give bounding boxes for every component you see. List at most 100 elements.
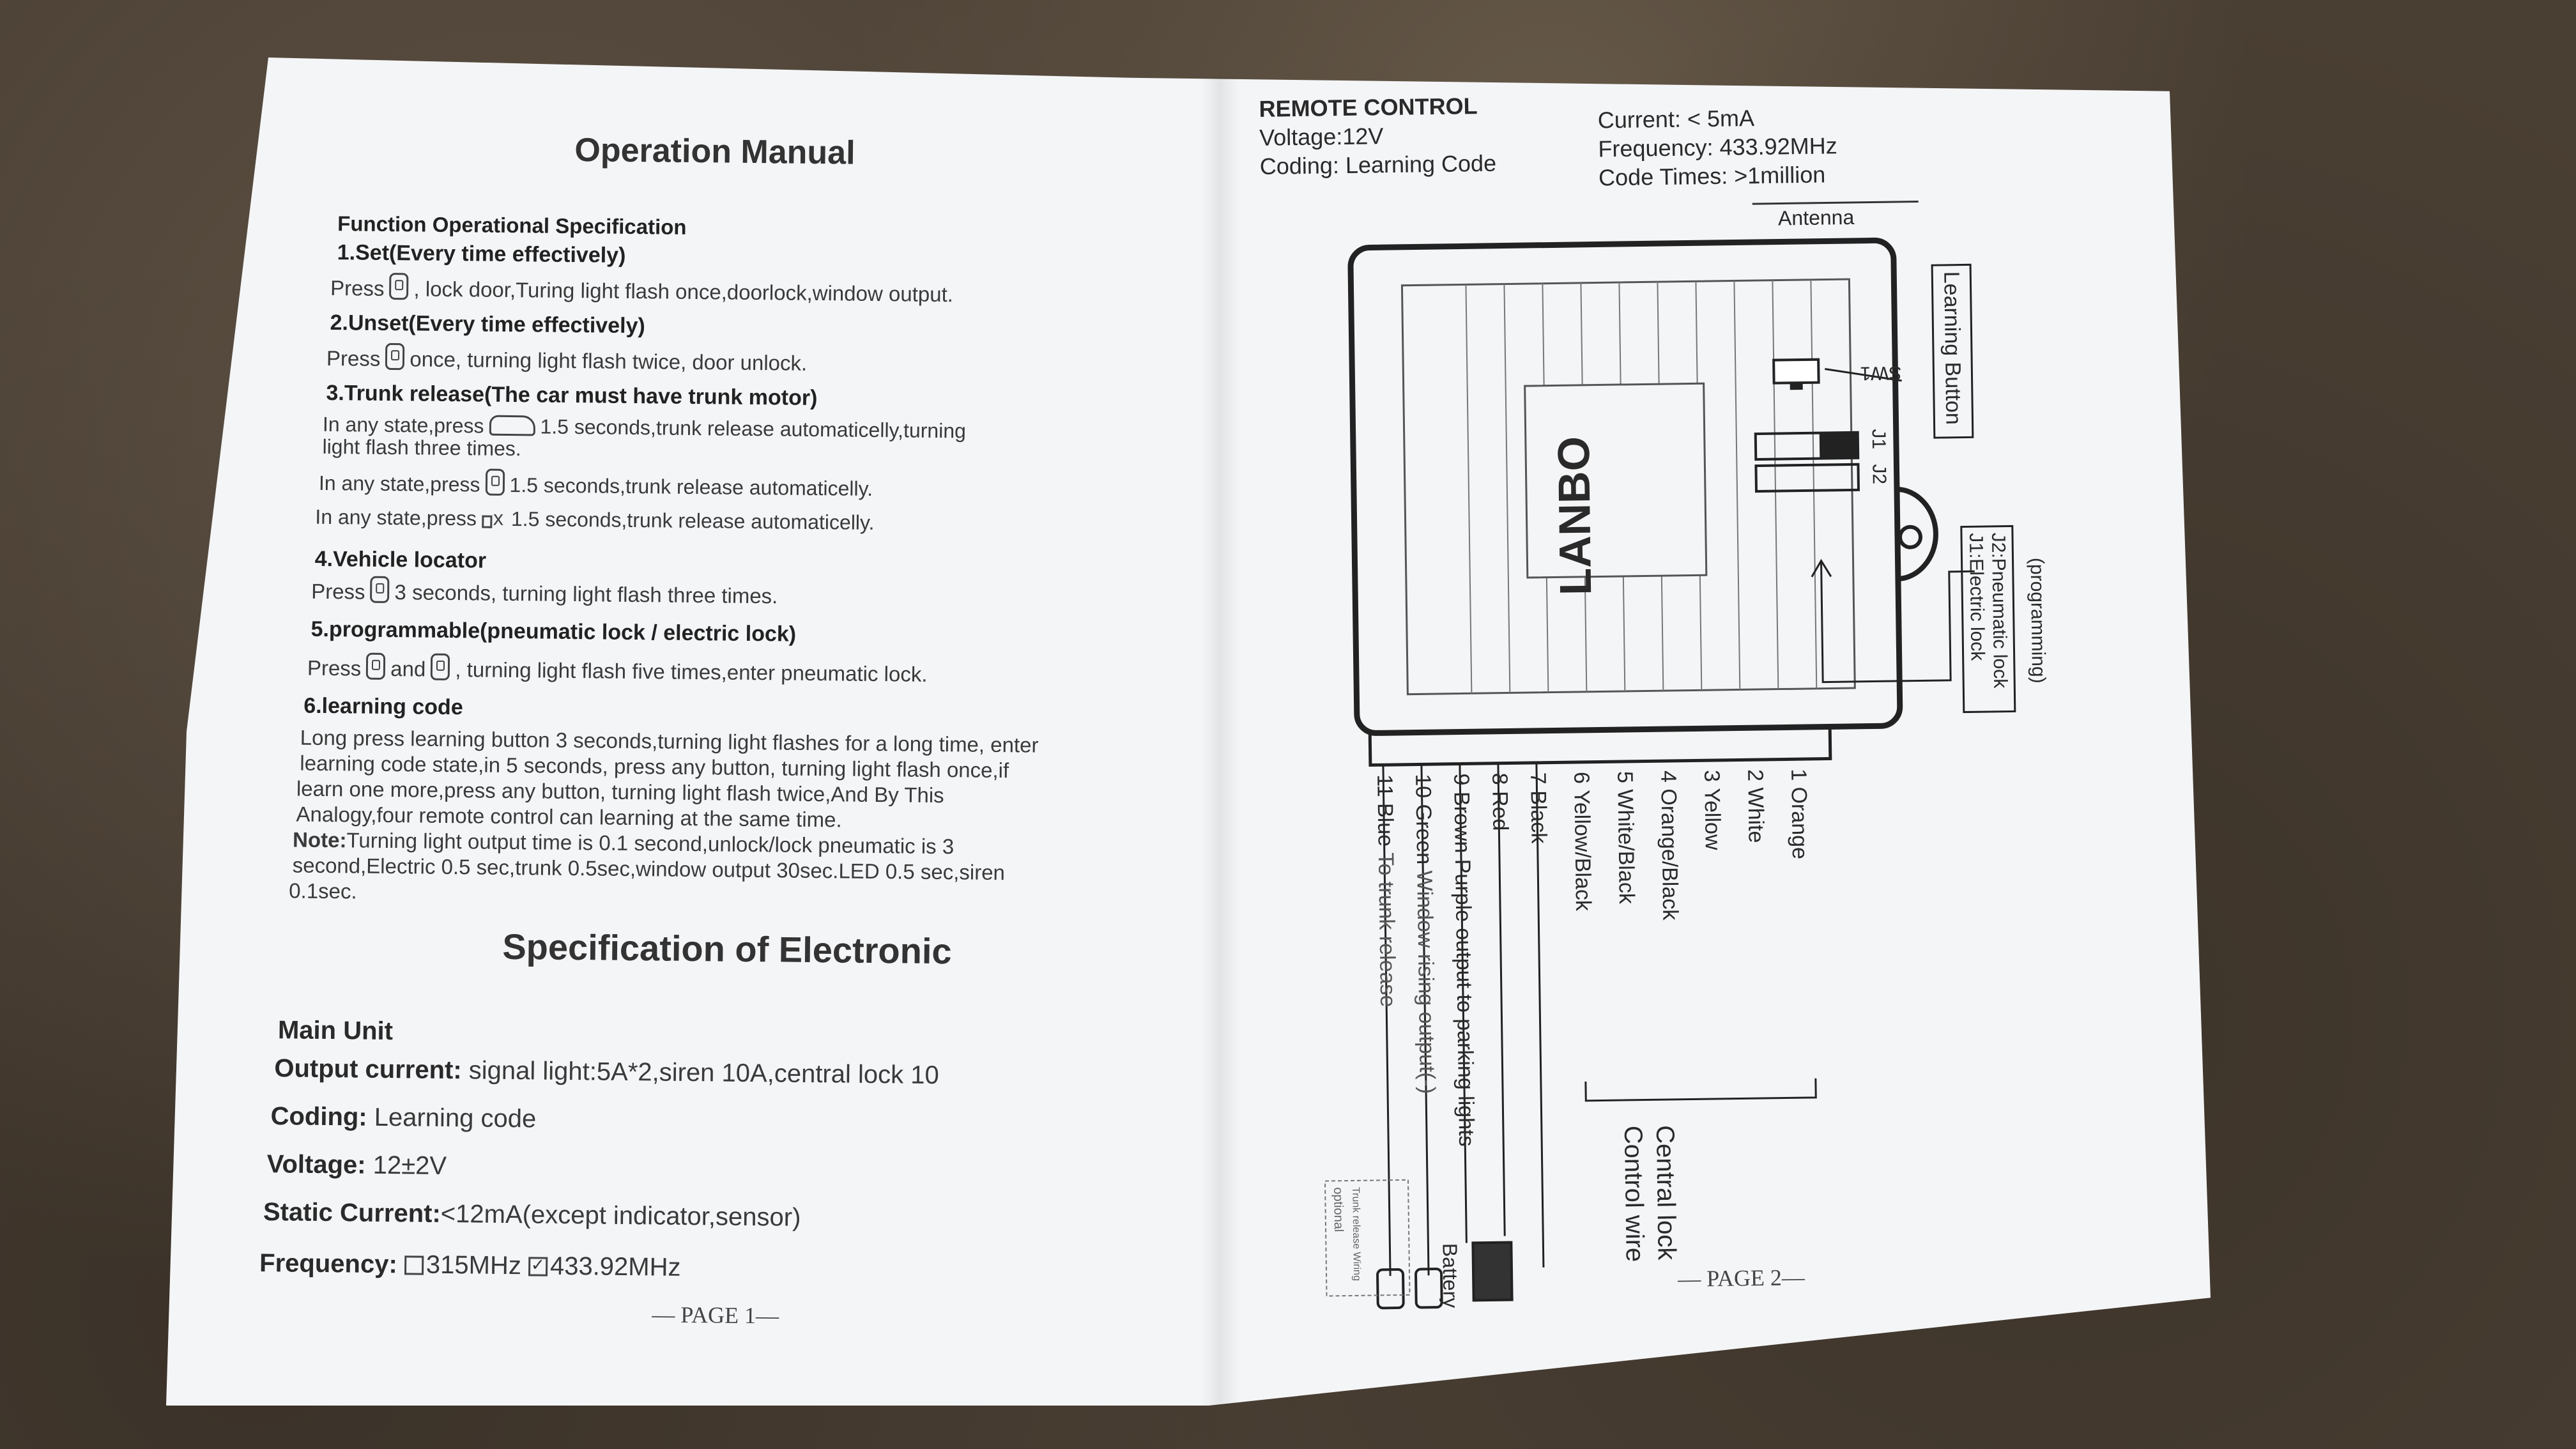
text: 1.5 seconds,trunk release automaticelly.	[510, 507, 875, 534]
j1-jumper-cap	[1819, 432, 1859, 459]
coding: Coding: Learning code	[270, 1102, 536, 1133]
page-1-footer: — PAGE 1—	[652, 1301, 779, 1329]
text: Black	[1526, 790, 1551, 844]
wire-6: 6 Yellow/Black	[1568, 772, 1595, 912]
text: Red	[1487, 790, 1513, 831]
text: 7	[1526, 772, 1551, 785]
text: 2	[1743, 769, 1768, 782]
section-3-line-2: light flash three times.	[322, 434, 521, 461]
text: 4	[1656, 770, 1681, 783]
unchecked-box-icon	[404, 1255, 424, 1275]
text: , turning light flash five times,enter p…	[455, 657, 928, 686]
learning-button-label: Learning Button	[1939, 271, 1966, 425]
section-5-heading: 5.programmable(pneumatic lock / electric…	[310, 617, 797, 647]
section-1-heading: 1.Set(Every time effectively)	[337, 240, 626, 268]
programming-arrow	[1820, 560, 1975, 684]
arrow-head	[1811, 558, 1832, 578]
text: Yellow	[1699, 788, 1725, 850]
text: signal light:5A*2,siren 10A,central lock…	[468, 1056, 939, 1090]
j2-jumper	[1754, 463, 1860, 493]
wire-10: 10 Green Window rising output(-)	[1410, 774, 1439, 1094]
jumper-legend-box	[1960, 525, 2016, 714]
wire-4: 4 Orange/Black	[1655, 770, 1682, 921]
j1-legend: J1:Electric lock	[1965, 533, 1988, 661]
learning-button-label-box	[1931, 263, 1974, 439]
lamp-icon	[1376, 1268, 1405, 1310]
text: Orange	[1786, 786, 1813, 860]
text: White	[1743, 787, 1768, 843]
frequency: Frequency: 315MHz 433.92MHz	[259, 1249, 681, 1282]
voltage: Voltage: 12±2V	[267, 1150, 447, 1181]
section-3-heading: 3.Trunk release(The car must have trunk …	[326, 380, 818, 411]
sw1-pointer	[1825, 368, 1902, 382]
text: <12mA(except indicator,sensor)	[440, 1199, 801, 1232]
wire-1: 1 Orange	[1786, 769, 1812, 859]
brand-logo: LANBO	[1548, 436, 1601, 596]
text: 315MHz	[425, 1250, 522, 1280]
section-3-line-4: In any state,press 1.5 seconds,trunk rele…	[315, 505, 875, 535]
text: In any state,press	[315, 505, 477, 530]
section-2-heading: 2.Unset(Every time effectively)	[330, 310, 645, 339]
mute-speaker-icon	[482, 510, 506, 530]
wire-11: 11 Blue To trunk release	[1372, 774, 1400, 1008]
antenna-label: Antenna	[1777, 205, 1855, 230]
function-spec-heading: Function Operational Specification	[337, 211, 687, 239]
unlock-key-icon	[431, 653, 450, 681]
unlock-key-icon	[485, 468, 505, 496]
lock-key-icon	[366, 652, 386, 680]
text: 10	[1411, 774, 1436, 799]
text: 5	[1613, 770, 1637, 784]
text: Brown	[1449, 791, 1475, 854]
wire-3: 3 Yellow	[1699, 770, 1725, 850]
car-trunk-icon	[489, 415, 535, 436]
lamp-icon	[1414, 1268, 1443, 1309]
text: Orange/Black	[1656, 788, 1683, 921]
text: 3 seconds, turning light flash three tim…	[394, 580, 778, 608]
text: 3	[1699, 769, 1724, 783]
lock-key-icon	[370, 576, 390, 604]
mounting-tab	[1896, 486, 1938, 581]
output-current: Output current: signal light:5A*2,siren …	[274, 1054, 939, 1090]
main-unit-label: Main Unit	[278, 1016, 393, 1046]
spec-title: Specification of Electronic	[502, 926, 952, 972]
text: Blue	[1372, 802, 1398, 847]
mounting-hole	[1898, 525, 1923, 549]
text: Voltage:	[266, 1150, 366, 1179]
text: 8	[1487, 772, 1512, 785]
text: 9	[1449, 773, 1474, 786]
page-title: Operation Manual	[574, 132, 855, 172]
lock-key-icon	[389, 273, 409, 300]
central-lock-bracket	[1584, 1078, 1817, 1102]
sw1-base	[1790, 382, 1803, 390]
text: 1.5 seconds,trunk release automaticelly.	[509, 473, 873, 500]
text: Frequency:	[259, 1248, 398, 1279]
text: Learning code	[374, 1103, 537, 1133]
wire-connector	[1368, 724, 1832, 767]
text: Static Current:	[263, 1198, 441, 1228]
sw1-label: SW1	[1860, 362, 1902, 384]
section-1-text: Press, lock door,Turing light flash once…	[330, 272, 953, 307]
text: Output current:	[274, 1054, 462, 1085]
text: Turning light output time is 0.1 second,…	[346, 828, 954, 859]
wire-2: 2 White	[1742, 769, 1768, 843]
brand-label-box	[1524, 382, 1708, 579]
unlock-key-icon	[385, 342, 405, 371]
wire-5: 5 White/Black	[1612, 771, 1639, 904]
text: Green	[1411, 804, 1437, 865]
section-6-line-7: 0.1sec.	[289, 878, 357, 903]
control-wire-label: Control wire	[1618, 1125, 1649, 1262]
programming-label: (programming)	[2026, 557, 2050, 684]
battery-label: Battery	[1438, 1243, 1462, 1308]
page-crease	[1201, 77, 1239, 1406]
text: 1.5 seconds,trunk release automaticelly,…	[540, 415, 967, 443]
section-4-heading: 4.Vehicle locator	[314, 546, 487, 573]
text: To trunk release	[1373, 852, 1400, 1008]
text: 6	[1569, 771, 1594, 785]
j2-label: J2	[1868, 464, 1890, 485]
section-6-heading: 6.learning code	[303, 693, 463, 720]
j1-label: J1	[1867, 429, 1890, 450]
section-2-desc: once, turning light flash twice, door un…	[410, 347, 808, 375]
